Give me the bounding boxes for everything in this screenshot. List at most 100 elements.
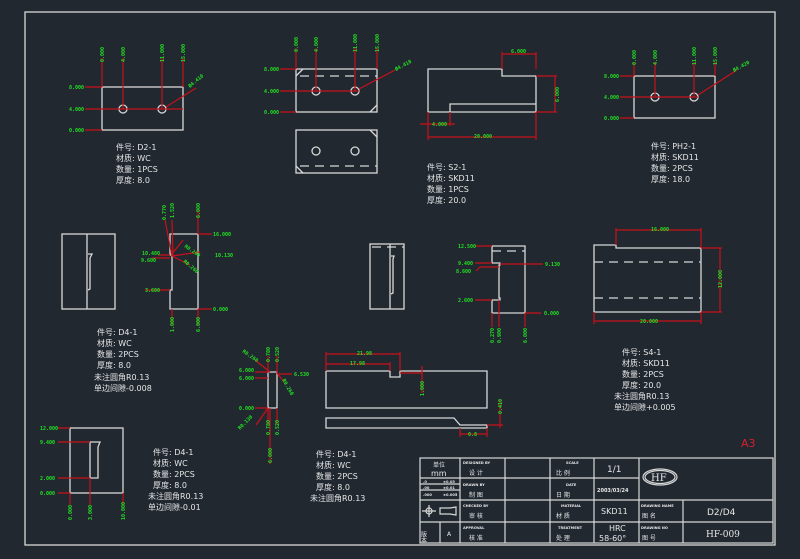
svg-text:±0.05: ±0.05 xyxy=(443,480,455,484)
svg-text:DATE: DATE xyxy=(566,483,577,487)
part-middle xyxy=(369,243,405,310)
dim-text: 0.000 xyxy=(632,50,638,65)
dim-text: 8.000 xyxy=(69,85,84,91)
svg-text:数量: 2PCS: 数量: 2PCS xyxy=(651,163,693,173)
svg-text:比 例: 比 例 xyxy=(556,469,570,477)
dim-text: 15.000 xyxy=(181,44,187,62)
dim-text: 15.000 xyxy=(713,47,719,65)
svg-text:.000: .000 xyxy=(423,493,432,497)
projection-symbol-icon xyxy=(422,505,457,517)
svg-text:DRAWN BY: DRAWN BY xyxy=(463,483,485,487)
dim-text: 3.600 xyxy=(145,288,160,294)
dim-text: 6.000 xyxy=(239,376,254,382)
dim-text: 2.000 xyxy=(40,476,55,482)
svg-text:TREATMENT: TREATMENT xyxy=(558,526,583,530)
svg-text:设 计: 设 计 xyxy=(469,469,483,477)
svg-text:厚度: 20.0: 厚度: 20.0 xyxy=(427,195,466,205)
svg-text:MATERIAL: MATERIAL xyxy=(561,504,582,508)
dim-text: 0.770 xyxy=(162,205,168,220)
dim-text: 9.400 xyxy=(40,440,55,446)
part-d2-1: 0.000 4.000 11.000 15.000 8.000 4.000 0.… xyxy=(69,44,205,185)
dim-text: 4.000 xyxy=(432,122,447,128)
dim-text: 0.000 xyxy=(69,128,84,134)
unit-label: 单位 xyxy=(433,461,445,469)
part-note: 件号: S2-1 材质: SKD11 数量: 1PCS 厚度: 20.0 xyxy=(427,162,475,205)
svg-text:未注圆角R0.13: 未注圆角R0.13 xyxy=(614,391,669,401)
version-value: A xyxy=(447,531,452,538)
hardness-range: 58-60° xyxy=(599,534,626,543)
svg-text:HF: HF xyxy=(651,473,667,484)
dim-text: 4.000 xyxy=(604,95,619,101)
title-block: 单位 mm .0 ±0.05 .00 ±0.01 .000 ±0.005 版本 … xyxy=(419,457,774,544)
dim-text: 6.000 xyxy=(268,448,274,463)
dim-text: 0.000 xyxy=(213,307,228,313)
dim-text: 4.000 xyxy=(653,50,659,65)
dim-text: 0.000 xyxy=(264,110,279,116)
dim-text: R0.260 xyxy=(280,378,294,397)
part-note: 件号: D4-1 材质: WC 数量: 2PCS 厚度: 8.0 未注圆角R0.… xyxy=(148,447,203,512)
svg-text:材质: WC: 材质: WC xyxy=(316,460,351,470)
dim-text: 20.000 xyxy=(474,134,492,140)
dim-text: 0.410 xyxy=(498,399,504,414)
dim-text: 6.530 xyxy=(294,372,309,378)
svg-text:材质: SKD11: 材质: SKD11 xyxy=(427,173,475,183)
part-ph2-1: 0.000 4.000 11.000 15.000 8.000 4.000 0.… xyxy=(604,47,751,184)
svg-text:数量: 2PCS: 数量: 2PCS xyxy=(622,369,664,379)
svg-text:数量: 1PCS: 数量: 1PCS xyxy=(116,164,158,174)
svg-text:件号: PH2-1: 件号: PH2-1 xyxy=(651,141,696,151)
svg-text:审 核: 审 核 xyxy=(469,512,483,520)
dim-text: 10.000 xyxy=(121,502,127,520)
dim-text: 3.000 xyxy=(88,505,94,520)
svg-text:.00: .00 xyxy=(423,486,430,490)
dim-text: 9.400 xyxy=(458,261,473,267)
dim-text: 4.000 xyxy=(69,107,84,113)
dim-text: 15.000 xyxy=(375,34,381,52)
svg-text:未注圆角R0.13: 未注圆角R0.13 xyxy=(94,372,149,382)
dim-text: 12.500 xyxy=(458,244,476,250)
company-logo: HF xyxy=(642,468,678,486)
date-value: 2003/03/24 xyxy=(597,488,629,494)
svg-text:未注圆角R0.13: 未注圆角R0.13 xyxy=(310,493,365,503)
svg-text:单边间隙-0.008: 单边间隙-0.008 xyxy=(94,383,152,393)
dim-text: Ø4.410 xyxy=(393,58,413,73)
dim-text: 1.000 xyxy=(170,317,176,332)
dim-text: 1.520 xyxy=(170,203,176,218)
svg-text:厚度: 8.0: 厚度: 8.0 xyxy=(153,480,187,490)
svg-text:图 名: 图 名 xyxy=(642,512,656,520)
dim-text: Ø4.420 xyxy=(731,59,751,74)
svg-text:制 图: 制 图 xyxy=(469,491,483,499)
dim-text: 6.000 xyxy=(196,317,202,332)
part-d4-1-b: R0.260 0.780 0.520 6.000 6.000 6.530 R0.… xyxy=(237,347,504,503)
sheet-size-label: A3 xyxy=(741,437,756,450)
svg-text:APPROVAL: APPROVAL xyxy=(463,526,485,530)
svg-text:DESIGNED BY: DESIGNED BY xyxy=(463,461,491,465)
dim-text: 8.000 xyxy=(264,67,279,73)
dim-text: 0.000 xyxy=(544,311,559,317)
dim-text: R0.130 xyxy=(237,414,254,431)
svg-text:件号: S4-1: 件号: S4-1 xyxy=(622,347,661,357)
svg-text:数量: 2PCS: 数量: 2PCS xyxy=(153,469,195,479)
dim-text: 0.000 xyxy=(40,491,55,497)
unit-value: mm xyxy=(431,469,447,478)
dim-text: 1.000 xyxy=(420,381,426,396)
dim-text: 8.600 xyxy=(456,269,471,275)
svg-text:件号: S2-1: 件号: S2-1 xyxy=(427,162,466,172)
dim-text: 11.000 xyxy=(160,44,166,62)
svg-text:厚度: 8.0: 厚度: 8.0 xyxy=(97,360,131,370)
dim-text: 0.520 xyxy=(275,347,281,362)
svg-text:件号: D2-1: 件号: D2-1 xyxy=(116,142,156,152)
svg-text:CHECKED BY: CHECKED BY xyxy=(463,504,489,508)
part-note: 件号: D4-1 材质: WC 数量: 2PCS 厚度: 8.0 未注圆角R0.… xyxy=(310,449,365,503)
dim-text: 20.000 xyxy=(640,319,658,325)
drawing-number-value: HF-009 xyxy=(706,530,740,540)
dim-text: 0.000 xyxy=(100,47,106,62)
dim-text: 0.900 xyxy=(497,328,503,343)
part-note: 件号: D2-1 材质: WC 数量: 1PCS 厚度: 8.0 xyxy=(116,142,158,185)
dim-text: 9.600 xyxy=(141,258,156,264)
dim-text: 11.000 xyxy=(353,34,359,52)
svg-text:材质: SKD11: 材质: SKD11 xyxy=(651,152,699,162)
svg-text:件号: D4-1: 件号: D4-1 xyxy=(97,327,137,337)
version-label: 版本 xyxy=(420,530,427,544)
part-d2-1-views: 0.000 4.000 11.000 15.000 8.000 4.000 0.… xyxy=(264,34,413,174)
